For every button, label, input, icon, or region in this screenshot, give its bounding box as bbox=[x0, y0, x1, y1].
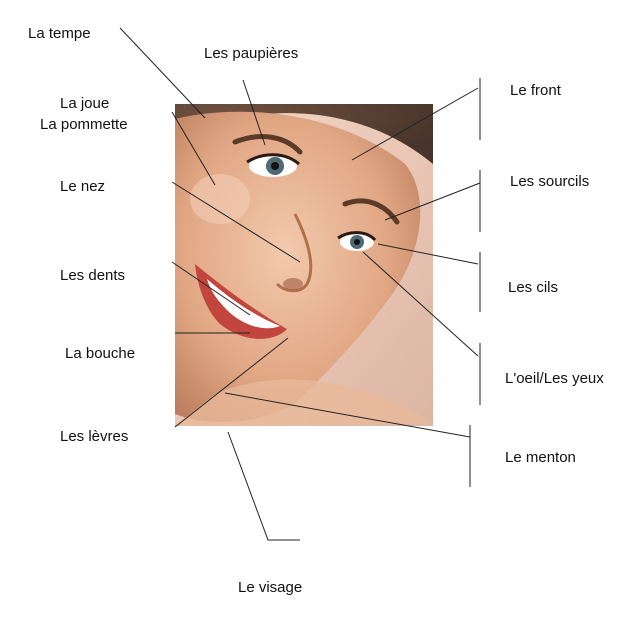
label-cils: Les cils bbox=[508, 279, 559, 296]
label-pommette: La pommette bbox=[40, 116, 128, 133]
label-front: Le front bbox=[510, 82, 561, 99]
label-joue: La joue bbox=[60, 95, 110, 112]
line-tempe bbox=[119, 27, 206, 119]
label-visage: Le visage bbox=[238, 579, 303, 596]
label-sourcils: Les sourcils bbox=[510, 173, 590, 190]
line-cils bbox=[377, 243, 479, 265]
line-menton bbox=[224, 392, 471, 438]
line-sourcils bbox=[384, 182, 481, 221]
label-bouche: La bouche bbox=[65, 345, 136, 362]
line-dents bbox=[171, 261, 251, 316]
label-tempe: La tempe bbox=[28, 25, 91, 42]
label-nez: Le nez bbox=[60, 178, 106, 195]
label-levres: Les lèvres bbox=[60, 428, 129, 445]
line-joue bbox=[171, 111, 216, 186]
line-levres bbox=[174, 337, 289, 428]
label-paupieres: Les paupières bbox=[204, 45, 299, 62]
face-photo bbox=[175, 104, 433, 426]
line-paupieres bbox=[242, 79, 266, 146]
label-menton: Le menton bbox=[505, 449, 576, 466]
label-oeil: L'oeil/Les yeux bbox=[505, 370, 604, 387]
label-dents: Les dents bbox=[60, 267, 126, 284]
line-visage bbox=[227, 431, 300, 541]
line-nez bbox=[171, 181, 301, 263]
line-oeil bbox=[362, 251, 479, 357]
line-front bbox=[351, 87, 479, 161]
